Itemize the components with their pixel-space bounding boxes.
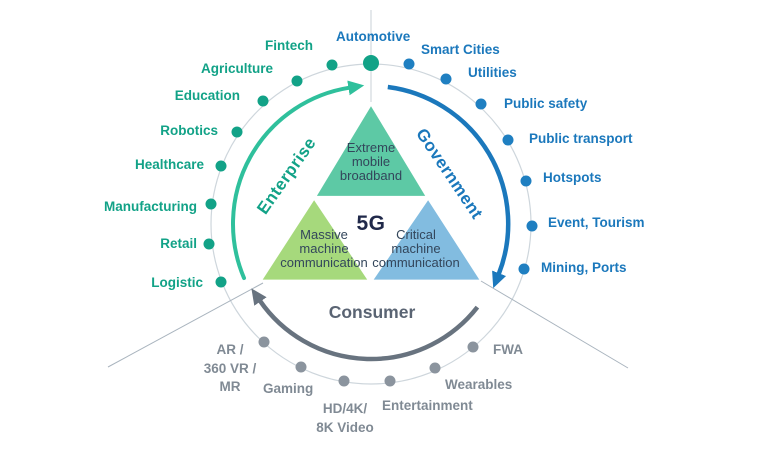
label-logistic: Logistic — [151, 275, 203, 290]
dot-event-tourism — [526, 220, 538, 232]
dot-hotspots — [520, 175, 532, 187]
consumer-arrow — [251, 288, 480, 362]
label-fintech: Fintech — [264, 38, 313, 53]
dot-utilities — [440, 73, 452, 85]
dot-mining-ports — [518, 263, 530, 275]
label-robotics: Robotics — [160, 123, 218, 138]
dot-logistic — [215, 276, 227, 288]
dot-wearables — [429, 362, 441, 374]
triangle-extreme-mobile-broadband — [316, 106, 426, 196]
dot-entertainment — [384, 375, 396, 387]
label-manufacturing: Manufacturing — [104, 199, 197, 214]
label-healthcare: Healthcare — [134, 157, 204, 172]
dot-public-safety — [475, 98, 487, 110]
dot-robotics — [231, 126, 243, 138]
label-retail: Retail — [160, 236, 197, 251]
center-circle — [347, 202, 395, 250]
label-ar-360vr-mr: AR / 360 VR / MR — [203, 342, 257, 394]
label-hotspots: Hotspots — [543, 170, 602, 185]
5g-core-label: 5G — [356, 212, 386, 235]
label-hd-4k-8k-video: HD/4K/ 8K Video — [316, 401, 374, 435]
label-automotive: Automotive — [336, 29, 411, 44]
dot-agriculture — [291, 75, 303, 87]
divider-line-bottom-right — [480, 280, 629, 369]
dot-smart-cities — [403, 58, 415, 70]
label-utilities: Utilities — [468, 65, 517, 80]
dot-gaming — [295, 361, 307, 373]
dot-public-transport — [502, 134, 514, 146]
label-public-safety: Public safety — [504, 96, 588, 111]
dot-fintech — [326, 59, 338, 71]
triangle-label-massive-machine-communication: Massive machine communication — [280, 227, 368, 270]
enterprise-arrow — [231, 80, 365, 280]
label-mining-ports: Mining, Ports — [541, 260, 627, 275]
dot-fwa — [467, 341, 479, 353]
label-event-tourism: Event, Tourism — [548, 215, 645, 230]
triangle-massive-machine-communication — [262, 200, 368, 280]
government-arrow — [387, 84, 511, 289]
divider-line-bottom-left — [107, 282, 264, 368]
sector-label-consumer: Consumer — [328, 302, 416, 322]
label-gaming: Gaming — [263, 381, 314, 396]
dot-hd-4k-8k-video — [338, 375, 350, 387]
label-education: Education — [174, 88, 240, 103]
triangle-label-critical-machine-communication: Critical machine communication — [372, 227, 460, 270]
dot-education — [257, 95, 269, 107]
dot-manufacturing — [205, 198, 217, 210]
dot-automotive — [363, 55, 379, 71]
dot-retail — [203, 238, 215, 250]
label-agriculture: Agriculture — [200, 61, 273, 76]
dot-ar-vr-mr — [258, 336, 270, 348]
label-wearables: Wearables — [445, 377, 513, 392]
label-smart-cities: Smart Cities — [421, 42, 500, 57]
triangle-critical-machine-communication — [373, 200, 480, 280]
triangle-label-extreme-mobile-broadband: Extreme mobile broadband — [339, 140, 403, 183]
dot-healthcare — [215, 160, 227, 172]
label-fwa: FWA — [493, 342, 523, 357]
label-public-transport: Public transport — [529, 131, 633, 146]
label-entertainment: Entertainment — [382, 398, 473, 413]
